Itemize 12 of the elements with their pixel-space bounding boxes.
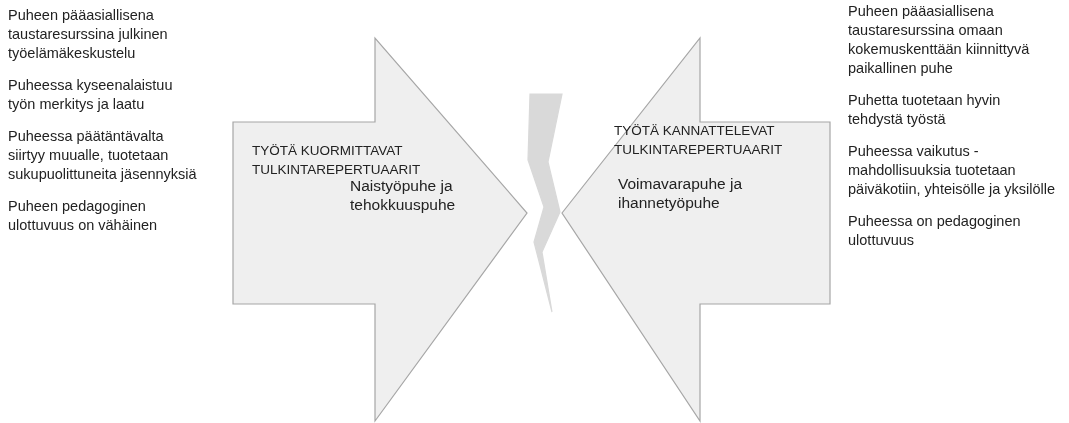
arrow-heading: TYÖTÄ KUORMITTAVAT TULKINTAREPERTUAARIT bbox=[252, 142, 422, 179]
description-text: Puheessa on pedagoginen ulottuvuus bbox=[848, 212, 1022, 250]
description-text: Puheen pedagoginen ulottuvuus on vähäinen bbox=[8, 197, 159, 235]
description-text: Puheen pääasiallisena taustaresurssina omaan kokemuskenttään kiinnittyvä paikallinen puhe bbox=[848, 2, 1031, 78]
arrow-heading: TYÖTÄ KANNATTELEVAT TULKINTAREPERTUAARIT bbox=[614, 122, 784, 159]
description-text: Puheessa kyseenalaistuu työn merkitys ja laatu bbox=[8, 76, 174, 114]
arrow-body-text: Naistyöpuhe ja tehokkuuspuhe bbox=[350, 176, 457, 214]
description-text: Puheessa päätäntävalta siirtyy muualle, tuotetaan sukupuolittuneita jäsennyksiä bbox=[8, 127, 198, 184]
description-text: Puheessa vaikutus -mahdollisuuksia tuotetaan päiväkotiin, yhteisölle ja yksilölle bbox=[848, 142, 1057, 199]
arrow-body-text: Voimavarapuhe ja ihannetyöpuhe bbox=[618, 174, 744, 212]
description-text: Puheen pääasiallisena taustaresurssina julkinen työelämäkeskustelu bbox=[8, 6, 169, 63]
description-text: Puhetta tuotetaan hyvin tehdystä työstä bbox=[848, 91, 1002, 129]
